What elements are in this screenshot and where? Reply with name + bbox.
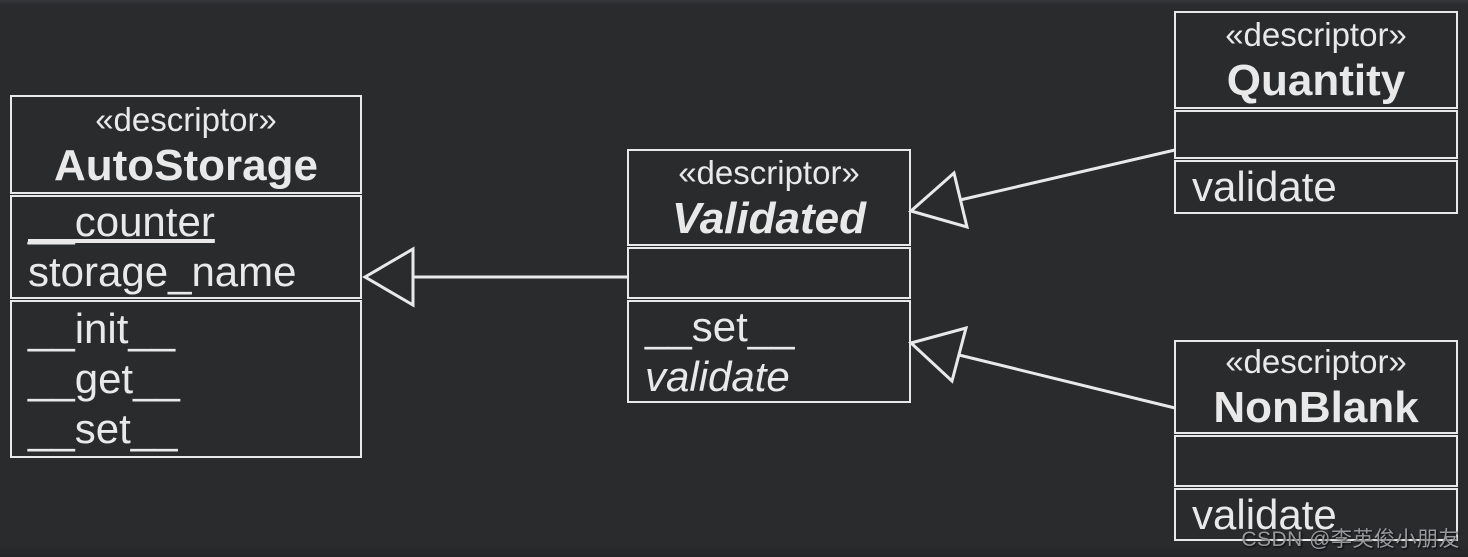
attribute: storage_name — [28, 248, 297, 295]
method: __get__ — [28, 355, 180, 402]
class-title-compartment: «descriptor» Quantity — [1174, 11, 1458, 109]
methods-compartment: __init__ __get__ __set__ — [10, 300, 362, 458]
attribute: __counter — [28, 198, 215, 245]
hollow-triangle-icon — [907, 170, 970, 230]
csdn-watermark: CSDN @李英俊小朋友 — [1241, 528, 1460, 551]
stereotype-label: «descriptor» — [1225, 16, 1407, 53]
class-nonblank: «descriptor» NonBlank validate — [1174, 340, 1458, 541]
methods-compartment: __set__ validate — [627, 300, 911, 403]
method: __set__ — [28, 405, 178, 452]
attributes-compartment: __counter storage_name — [10, 195, 362, 299]
methods-compartment: validate — [1174, 488, 1458, 541]
attributes-compartment — [1174, 435, 1458, 487]
class-title-compartment: «descriptor» Validated — [627, 149, 911, 246]
class-name: Quantity — [1226, 56, 1406, 105]
class-title-compartment: «descriptor» AutoStorage — [10, 95, 362, 194]
hollow-triangle-icon — [362, 246, 415, 308]
attributes-compartment — [627, 247, 911, 299]
generalization-arrow-nonblank-to-validated — [907, 325, 1176, 410]
generalization-arrow-quantity-to-validated — [907, 148, 1176, 230]
class-name: Validated — [672, 193, 866, 243]
class-title-compartment: «descriptor» NonBlank — [1174, 340, 1458, 434]
generalization-arrow-validated-to-autostorage — [362, 246, 627, 308]
hollow-triangle-icon — [907, 325, 969, 384]
method: __set__ — [645, 302, 795, 350]
class-quantity: «descriptor» Quantity validate — [1174, 11, 1458, 214]
method: validate — [1192, 163, 1337, 210]
stereotype-label: «descriptor» — [678, 153, 860, 191]
attributes-compartment — [1174, 110, 1458, 159]
class-name: NonBlank — [1213, 383, 1419, 432]
stereotype-label: «descriptor» — [1225, 343, 1407, 380]
method: validate — [645, 352, 790, 400]
class-autostorage: «descriptor» AutoStorage __counter stora… — [10, 95, 362, 458]
class-name: AutoStorage — [54, 140, 318, 190]
method: __init__ — [28, 305, 176, 352]
method: validate — [1192, 490, 1337, 538]
methods-compartment: validate — [1174, 160, 1458, 214]
class-validated: «descriptor» Validated __set__ validate — [627, 149, 911, 403]
stereotype-label: «descriptor» — [95, 100, 277, 138]
